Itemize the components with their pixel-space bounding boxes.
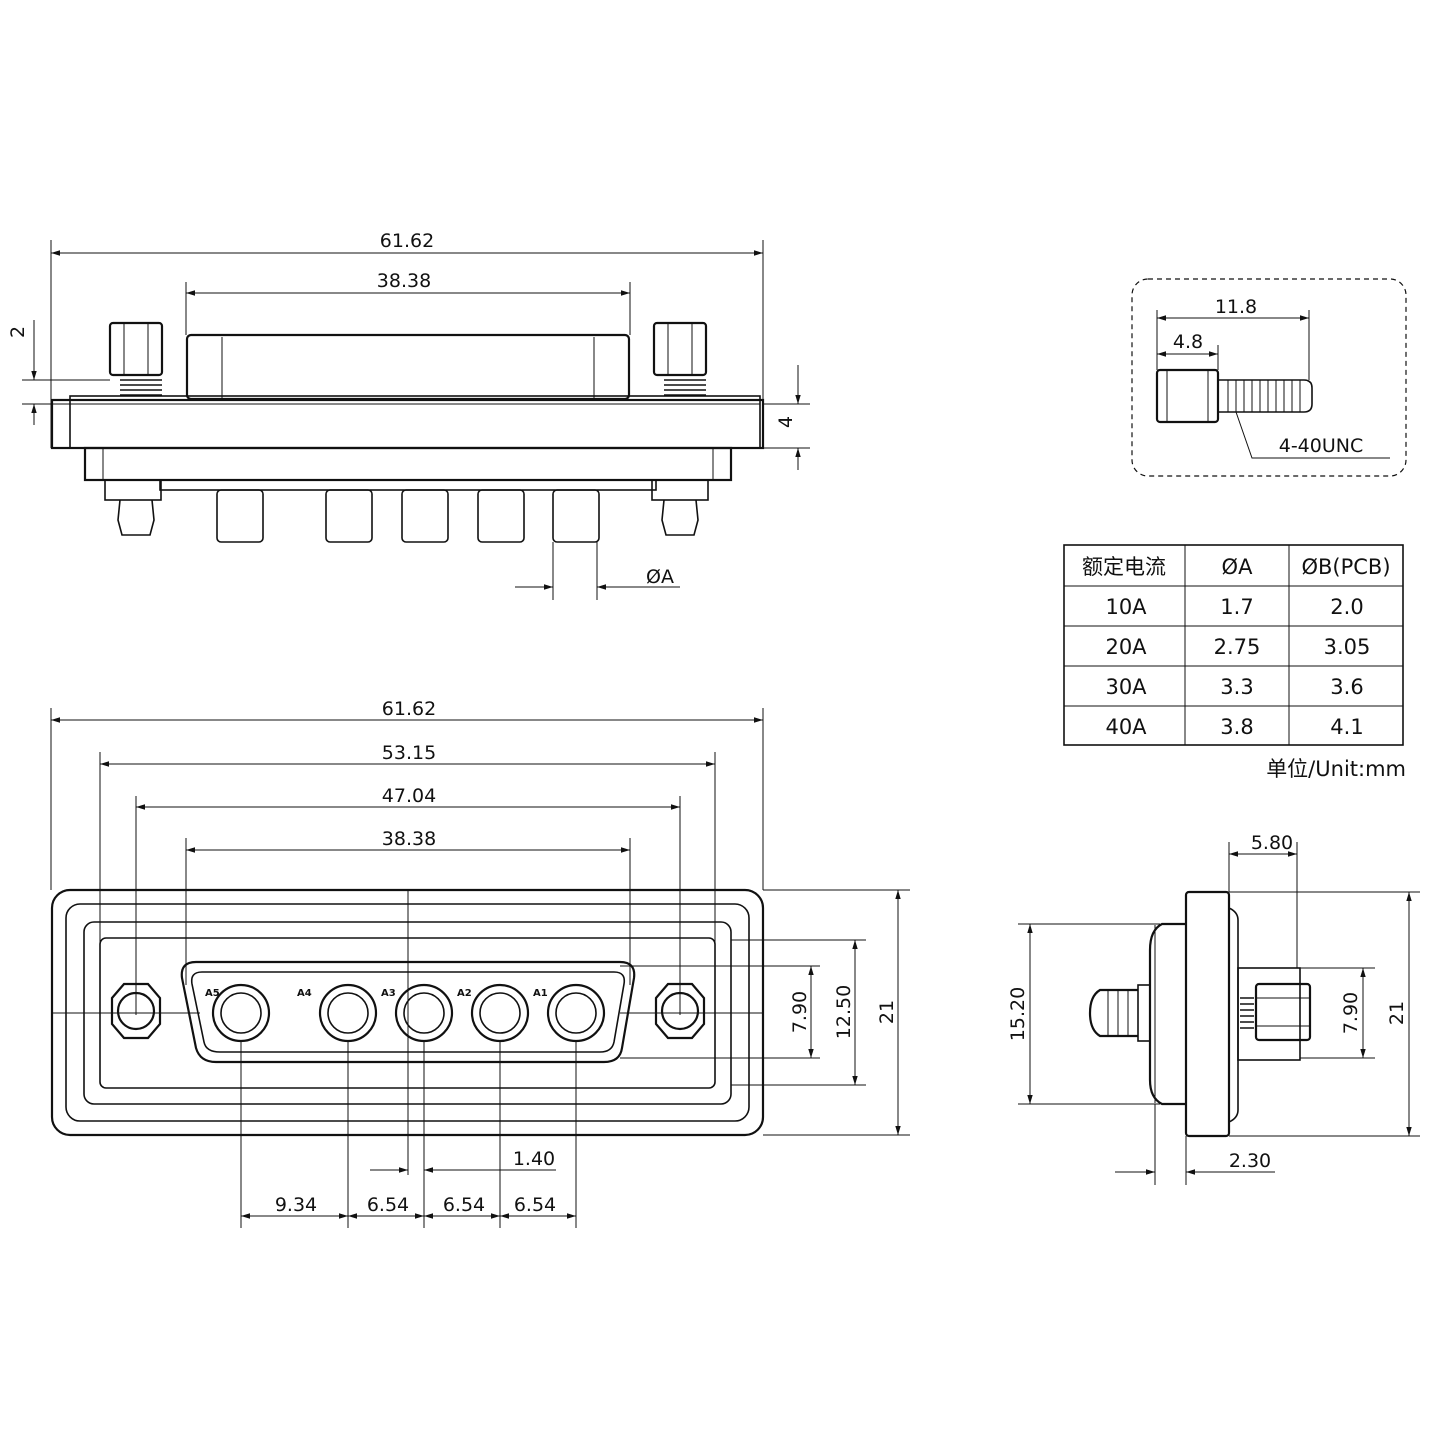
- dim-screw-length: 11.8: [1215, 296, 1257, 318]
- contact-a3: [394, 983, 454, 1043]
- screw-detail: 11.8 4.8 4-40UNC: [1131, 278, 1407, 477]
- pin-label-a1: A1: [533, 988, 548, 999]
- dim-top-4: 4: [775, 416, 797, 428]
- side-view: 5.80 15.20 7.90 21 2.30: [1007, 832, 1420, 1185]
- table-cell: 3.05: [1324, 635, 1371, 659]
- contact-a5: [211, 983, 271, 1043]
- dim-front-mid: 12.50: [833, 985, 855, 1039]
- contact-a2: [470, 983, 530, 1043]
- dim-pitch-2: 6.54: [443, 1194, 485, 1216]
- table-header-a: ØA: [1222, 555, 1254, 579]
- dim-front-holes: 47.04: [382, 785, 436, 807]
- dim-front-total: 61.62: [382, 698, 436, 720]
- pin-label-a5: A5: [205, 988, 220, 999]
- dim-side-top: 5.80: [1251, 832, 1293, 854]
- dim-front-total-h: 21: [876, 1000, 898, 1024]
- table-cell: 10A: [1105, 595, 1147, 619]
- dim-side-body: 15.20: [1007, 987, 1029, 1041]
- table-cell: 20A: [1105, 635, 1147, 659]
- front-view: 61.62 53.15 47.04 38.38 A5 A4 A3 A2 A1: [50, 698, 910, 1228]
- dim-front-mount: 53.15: [382, 742, 436, 764]
- table-cell: 30A: [1105, 675, 1147, 699]
- dim-side-bottom: 2.30: [1229, 1150, 1271, 1172]
- dim-side-inner: 7.90: [1340, 992, 1362, 1034]
- dim-pitch-1: 6.54: [367, 1194, 409, 1216]
- table-cell: 2.0: [1330, 595, 1363, 619]
- dim-top-2: 2: [7, 326, 29, 338]
- dim-pitch-first: 9.34: [275, 1194, 317, 1216]
- dim-top-shell: 38.38: [377, 270, 431, 292]
- pin-label-a3: A3: [381, 988, 396, 999]
- dim-front-shell: 38.38: [382, 828, 436, 850]
- dim-offset: 1.40: [513, 1148, 555, 1170]
- table-header-b: ØB(PCB): [1301, 555, 1390, 579]
- table-cell: 2.75: [1214, 635, 1261, 659]
- pin-label-a4: A4: [297, 988, 312, 999]
- table-cell: 3.3: [1220, 675, 1253, 699]
- top-view: 61.62 38.38: [7, 230, 810, 600]
- table-cell: 1.7: [1220, 595, 1253, 619]
- table-cell: 40A: [1105, 715, 1147, 739]
- table-header-current: 额定电流: [1082, 555, 1166, 579]
- dim-pin-dia: ØA: [646, 566, 674, 588]
- table-cell: 3.8: [1220, 715, 1253, 739]
- dim-screw-head: 4.8: [1173, 331, 1203, 353]
- pin-label-a2: A2: [457, 988, 472, 999]
- thread-spec: 4-40UNC: [1279, 435, 1364, 457]
- dim-side-total: 21: [1386, 1001, 1408, 1025]
- contact-a4: [318, 983, 378, 1043]
- contact-a1: [546, 983, 606, 1043]
- current-table: 额定电流 ØA ØB(PCB) 10A 1.7 2.0 20A 2.75 3.0…: [1063, 544, 1406, 781]
- dim-pitch-3: 6.54: [514, 1194, 556, 1216]
- table-cell: 4.1: [1330, 715, 1363, 739]
- dim-front-inner: 7.90: [789, 991, 811, 1033]
- unit-note: 单位/Unit:mm: [1266, 757, 1406, 781]
- table-cell: 3.6: [1330, 675, 1363, 699]
- dim-top-total: 61.62: [380, 230, 434, 252]
